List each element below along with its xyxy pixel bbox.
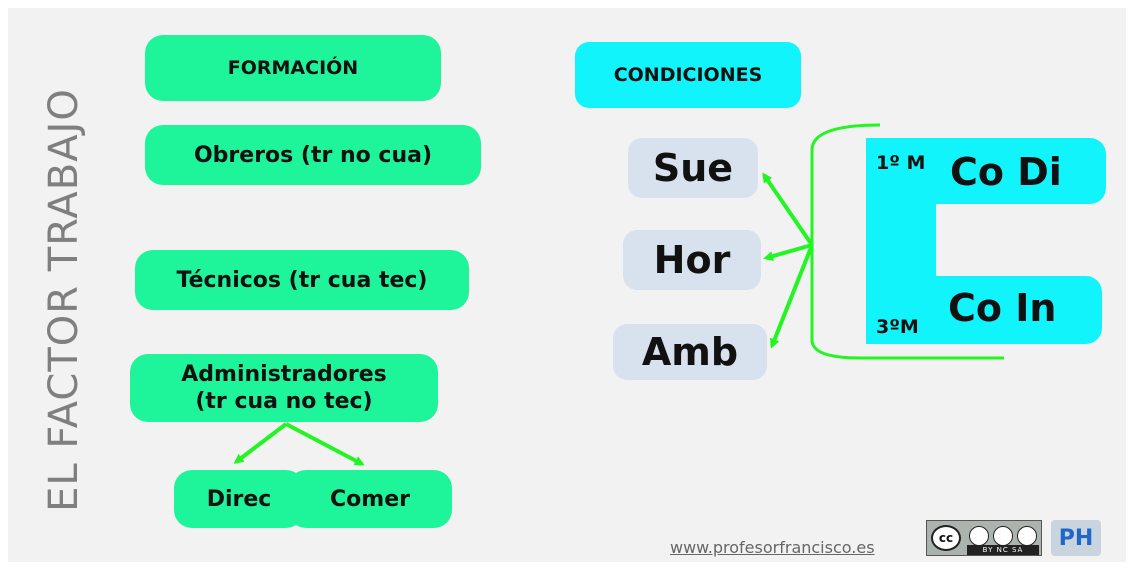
amb-label: Amb	[641, 330, 739, 374]
condiciones-box: CONDICIONES	[575, 42, 801, 108]
direc-box: Direc	[174, 470, 304, 528]
comer-box: Comer	[288, 470, 452, 528]
tecnicos-label: Técnicos (tr cua tec)	[176, 267, 428, 293]
third-market-value: Co In	[948, 286, 1057, 330]
comer-label: Comer	[330, 486, 410, 512]
condiciones-label: CONDICIONES	[613, 64, 763, 86]
third-market-label: 3ºM	[876, 316, 919, 338]
first-market-value: Co Di	[950, 150, 1062, 194]
hor-box: Hor	[623, 230, 761, 290]
nc-icon	[993, 526, 1013, 546]
license-text: BY NC SA	[967, 545, 1039, 555]
obreros-box: Obreros (tr no cua)	[145, 125, 481, 185]
arrow-to-hor	[763, 243, 813, 261]
obreros-label: Obreros (tr no cua)	[193, 142, 433, 168]
by-icon	[969, 526, 989, 546]
formacion-label: FORMACIÓN	[227, 57, 359, 79]
amb-box: Amb	[613, 324, 767, 380]
sue-label: Sue	[652, 146, 734, 190]
bracket	[810, 123, 1004, 360]
arrow-to-sue	[762, 172, 814, 247]
market-c-shape	[866, 138, 1106, 344]
direc-label: Direc	[206, 486, 272, 512]
administradores-box: Administradores (tr cua no tec)	[130, 354, 438, 422]
arrow-to-direc	[233, 422, 288, 464]
arrow-to-comer	[285, 422, 365, 466]
cc-license-badge[interactable]: cc BY NC SA	[926, 520, 1042, 556]
footer-url-link[interactable]: www.profesorfrancisco.es	[670, 538, 875, 557]
cc-icon: cc	[931, 525, 961, 551]
administradores-label-line2: (tr cua no tec)	[195, 389, 373, 414]
first-market-label: 1º M	[876, 152, 926, 174]
formacion-box: FORMACIÓN	[145, 35, 441, 101]
arrow-to-amb	[769, 244, 814, 349]
sue-box: Sue	[628, 138, 758, 198]
hor-label: Hor	[653, 238, 731, 282]
tecnicos-box: Técnicos (tr cua tec)	[135, 250, 469, 310]
sa-icon	[1017, 526, 1037, 546]
ph-logo: PH	[1051, 520, 1101, 556]
administradores-label-line1: Administradores	[181, 362, 387, 387]
